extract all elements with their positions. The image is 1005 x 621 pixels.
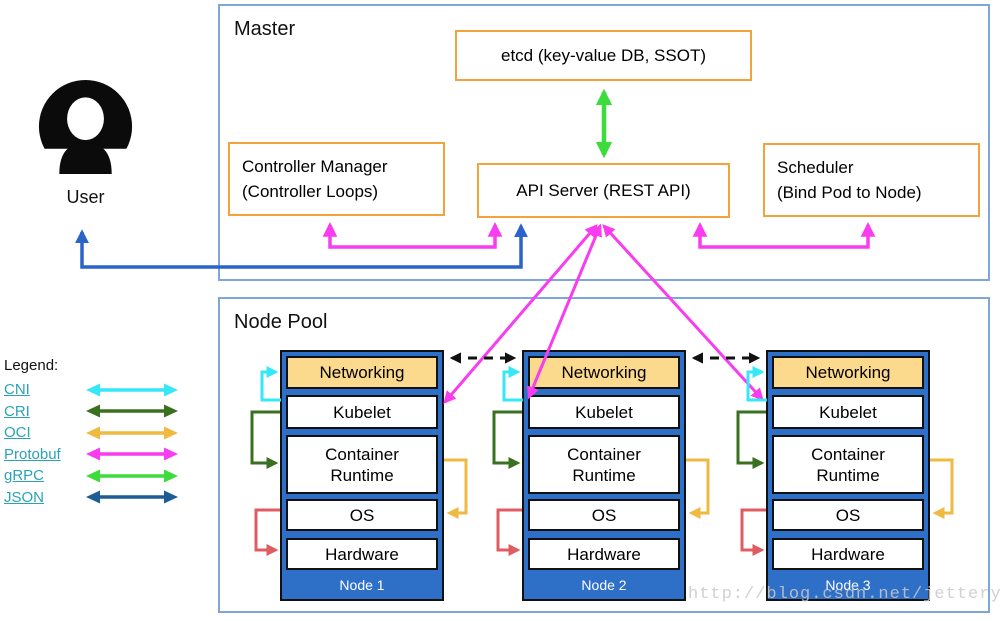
json-arrow-icon (86, 490, 178, 504)
oci-arrow-icon (86, 426, 178, 440)
node-name: Node 3 (825, 577, 871, 593)
legend: Legend: CNI CRI OCI (4, 357, 178, 508)
legend-link-grpc[interactable]: gRPC (4, 467, 45, 485)
layer-hardware: Hardware (528, 538, 680, 570)
layer-kubelet: Kubelet (286, 395, 438, 429)
user-label: User (66, 187, 105, 207)
layer-kubelet: Kubelet (528, 395, 680, 429)
master-title: Master (234, 18, 296, 40)
user-figure: User (37, 78, 134, 208)
cri-arrow-icon (86, 404, 178, 418)
legend-row-oci: OCI (4, 422, 178, 444)
layer-container-runtime: Container Runtime (528, 435, 680, 494)
node-card-2: Networking Kubelet Container Runtime OS … (522, 350, 686, 601)
node-name: Node 1 (339, 577, 385, 593)
etcd-label: etcd (key-value DB, SSOT) (500, 45, 706, 65)
legend-row-cri: CRI (4, 401, 178, 423)
legend-row-cni: CNI (4, 379, 178, 401)
legend-row-json: JSON (4, 487, 178, 509)
grpc-arrow-icon (86, 469, 178, 483)
layer-container-runtime: Container Runtime (286, 435, 438, 494)
node-card-3: Networking Kubelet Container Runtime OS … (766, 350, 930, 601)
scheduler-label-line1: Scheduler (777, 158, 854, 177)
layer-kubelet: Kubelet (772, 395, 924, 429)
api-server-label: API Server (REST API) (516, 180, 691, 200)
legend-link-oci[interactable]: OCI (4, 424, 31, 442)
legend-row-protobuf: Protobuf (4, 444, 178, 466)
scheduler-box: Scheduler (Bind Pod to Node) (763, 143, 980, 217)
controller-manager-box: Controller Manager (Controller Loops) (228, 142, 445, 216)
etcd-box: etcd (key-value DB, SSOT) (455, 30, 752, 81)
legend-link-protobuf[interactable]: Protobuf (4, 445, 61, 463)
user-avatar-icon (38, 79, 133, 175)
layer-os: OS (772, 499, 924, 531)
legend-row-grpc: gRPC (4, 465, 178, 487)
legend-link-cni[interactable]: CNI (4, 381, 30, 399)
legend-link-cri[interactable]: CRI (4, 402, 30, 420)
controller-manager-label-line2: (Controller Loops) (242, 182, 379, 201)
watermark: http://blog.csdn.net/jettery (688, 585, 1002, 604)
layer-hardware: Hardware (286, 538, 438, 570)
controller-manager-label-line1: Controller Manager (242, 157, 388, 176)
node-name: Node 2 (581, 577, 627, 593)
layer-os: OS (528, 499, 680, 531)
legend-link-json[interactable]: JSON (4, 488, 45, 506)
scheduler-label-line2: (Bind Pod to Node) (777, 183, 922, 202)
layer-networking: Networking (286, 356, 438, 389)
api-server-box: API Server (REST API) (477, 163, 730, 218)
node-card-1: Networking Kubelet Container Runtime OS … (280, 350, 444, 601)
layer-os: OS (286, 499, 438, 531)
layer-container-runtime: Container Runtime (772, 435, 924, 494)
cni-arrow-icon (86, 383, 178, 397)
protobuf-arrow-icon (86, 447, 178, 461)
node-pool-title: Node Pool (234, 311, 328, 333)
legend-title: Legend: (4, 357, 59, 374)
layer-networking: Networking (772, 356, 924, 389)
layer-hardware: Hardware (772, 538, 924, 570)
layer-networking: Networking (528, 356, 680, 389)
